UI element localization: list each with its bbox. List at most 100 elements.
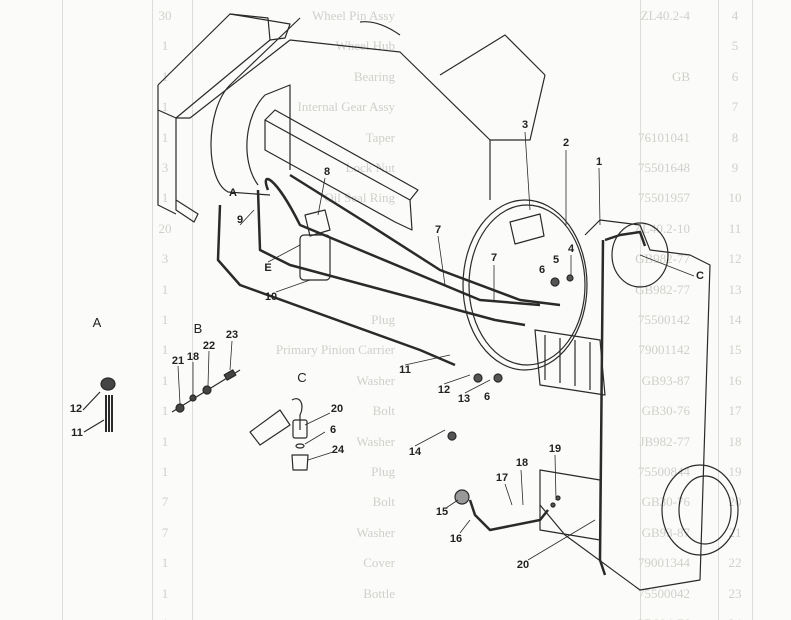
callout-label: 20 bbox=[330, 403, 344, 415]
table-divider bbox=[62, 0, 63, 620]
background-table-no: 9 bbox=[731, 160, 739, 175]
callout-label: E bbox=[264, 262, 272, 274]
background-table-qty: 1 bbox=[161, 281, 169, 297]
background-table-qty: 1 bbox=[161, 190, 169, 206]
background-table-qty: 1 bbox=[161, 38, 169, 54]
callout-label: 17 bbox=[495, 472, 509, 484]
callout-label: 20 bbox=[516, 559, 530, 571]
background-table-name: Taper bbox=[365, 129, 395, 145]
background-table-name: Cover bbox=[363, 555, 395, 571]
background-table-no: 18 bbox=[728, 433, 742, 449]
background-table-code: 76101041 bbox=[638, 129, 690, 145]
background-table-qty: 3 bbox=[161, 251, 169, 267]
stroke-mark bbox=[359, 21, 401, 36]
background-table-name: Washer bbox=[356, 524, 395, 540]
callout-label: 16 bbox=[449, 533, 463, 545]
background-table-qty: 1 bbox=[161, 312, 169, 327]
background-table-name: Bolt bbox=[372, 494, 395, 510]
background-table-no: 24 bbox=[729, 616, 742, 620]
callout-label: 6 bbox=[483, 391, 491, 403]
background-table-no: 19 bbox=[728, 464, 742, 479]
background-table-no: 13 bbox=[728, 281, 742, 297]
background-table-qty: 7 bbox=[161, 494, 169, 510]
background-table-qty: 1 bbox=[161, 129, 169, 145]
background-table-qty: 1 bbox=[161, 433, 169, 449]
background-table-no: 22 bbox=[728, 555, 742, 571]
callout-label: 5 bbox=[552, 254, 560, 266]
background-table-qty: 1 bbox=[161, 585, 169, 601]
background-table-code: GB bbox=[671, 68, 690, 84]
callout-label: 15 bbox=[435, 506, 449, 518]
callout-label: 6 bbox=[329, 424, 337, 436]
background-table-qty: 1 bbox=[161, 403, 169, 419]
background-table-code: 75501648 bbox=[638, 160, 690, 175]
background-table-name: Bearing bbox=[353, 68, 395, 84]
table-divider bbox=[752, 0, 753, 620]
background-table-qty: 1 bbox=[161, 99, 169, 115]
detail-title: A bbox=[92, 315, 102, 330]
callout-label: 9 bbox=[236, 214, 244, 226]
background-table-name: Washer bbox=[356, 433, 395, 449]
background-table-code: GB30-76 bbox=[641, 494, 690, 510]
callout-label: A bbox=[229, 187, 237, 199]
background-table-qty: 1 bbox=[161, 464, 169, 479]
background-table-qty: 3 bbox=[161, 160, 169, 175]
callout-label: 6 bbox=[538, 264, 546, 276]
detail-title: C bbox=[297, 370, 307, 385]
callout-label: 19 bbox=[548, 443, 562, 455]
background-table-no: 17 bbox=[728, 403, 742, 419]
callout-label: 3 bbox=[521, 119, 529, 131]
callout-label: 10 bbox=[264, 291, 278, 303]
callout-label: 11 bbox=[71, 427, 83, 439]
background-table-name: Primary Pinion Carrier bbox=[275, 342, 395, 358]
background-table-code: 75500142 bbox=[638, 312, 690, 327]
background-table-code: GB894-76 bbox=[635, 616, 690, 620]
detail-a-drawing bbox=[82, 377, 116, 433]
background-table-no: 10 bbox=[728, 190, 742, 206]
callout-label: 23 bbox=[225, 329, 239, 341]
background-table-name: Plug bbox=[371, 312, 395, 327]
background-table-name: Wheel Pin Assy bbox=[311, 8, 395, 23]
background-table-no: 23 bbox=[728, 585, 742, 601]
table-divider bbox=[718, 0, 719, 620]
background-table-code: 75500844 bbox=[638, 464, 690, 479]
table-divider bbox=[640, 0, 641, 620]
background-table-no: 4 bbox=[731, 8, 739, 23]
background-table-code: GB93-87 bbox=[641, 372, 690, 388]
callout-label: C bbox=[696, 270, 704, 282]
callout-label: 7 bbox=[434, 224, 442, 236]
background-table-no: 16 bbox=[728, 372, 742, 388]
callout-label: 11 bbox=[399, 364, 411, 376]
background-table-name: Internal Gear Assy bbox=[297, 99, 395, 115]
callout-label: 18 bbox=[186, 351, 200, 363]
callout-label: 18 bbox=[515, 457, 529, 469]
brake-pipes bbox=[216, 173, 647, 576]
callout-label: 14 bbox=[408, 446, 422, 458]
background-table-qty: 1 bbox=[161, 372, 169, 388]
background-table-qty: 1 bbox=[161, 342, 169, 358]
callout-label: 12 bbox=[437, 384, 451, 396]
background-table-qty: 7 bbox=[161, 524, 169, 540]
background-table-no: 8 bbox=[731, 129, 739, 145]
callout-label: 2 bbox=[562, 137, 570, 149]
detail-b-drawing bbox=[171, 369, 241, 413]
callout-label: 4 bbox=[567, 243, 575, 255]
background-table-name: Oil Seal Ring bbox=[324, 190, 395, 206]
background-table-code: 79001142 bbox=[638, 342, 690, 358]
callout-label: 24 bbox=[331, 444, 345, 456]
callout-label: 1 bbox=[595, 156, 603, 168]
background-table-name: Plug bbox=[371, 464, 395, 479]
background-table-name: Bottle bbox=[363, 585, 395, 601]
background-table-no: 5 bbox=[731, 38, 739, 54]
callout-label: 7 bbox=[490, 252, 498, 264]
leader-lines bbox=[177, 131, 695, 561]
background-table-qty: 30 bbox=[158, 8, 172, 23]
table-divider bbox=[192, 0, 193, 620]
callout-label: 13 bbox=[457, 393, 471, 405]
detail-title: B bbox=[193, 321, 203, 336]
brake-drum bbox=[462, 199, 588, 371]
callout-label: 21 bbox=[171, 355, 185, 367]
callout-label: 8 bbox=[323, 166, 331, 178]
